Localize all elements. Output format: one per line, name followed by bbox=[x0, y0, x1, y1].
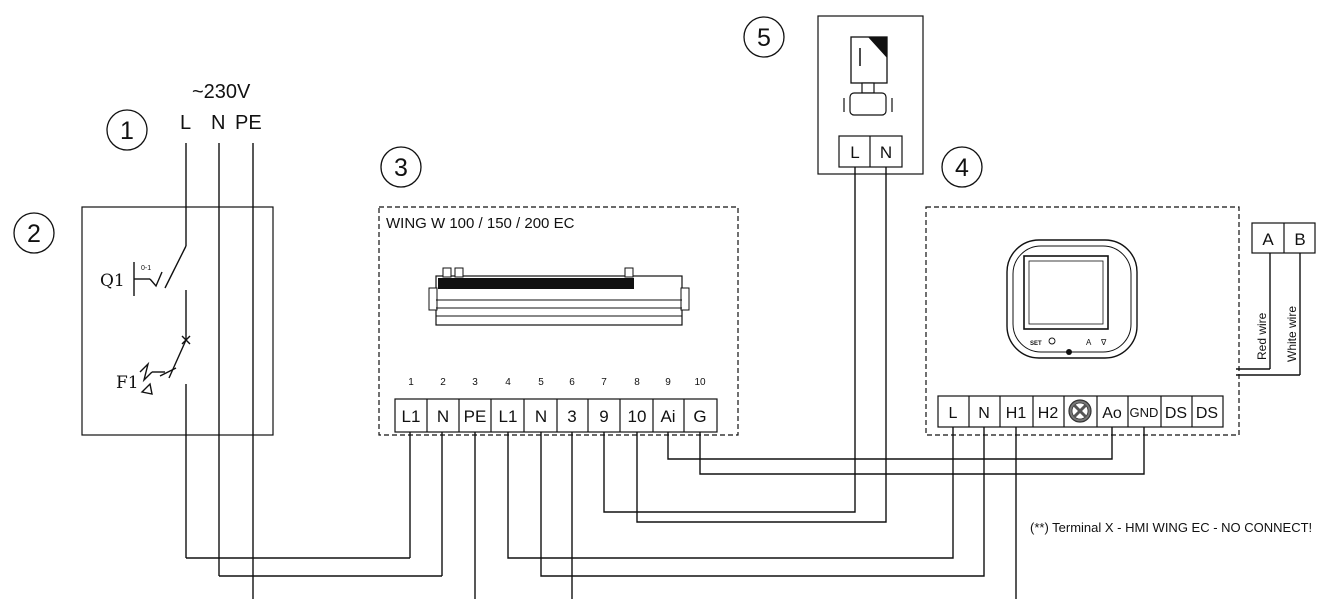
unit-terminal-6: 3 bbox=[567, 407, 576, 426]
controller-terminal-h1: H1 bbox=[1006, 405, 1027, 422]
bus-terminal-a: A bbox=[1262, 230, 1274, 249]
valve-terminal-block: L N bbox=[838, 135, 903, 168]
unit-terminal-block: L1 N PE L1 N 3 9 10 Ai G bbox=[394, 398, 718, 433]
q1-switch-symbol bbox=[133, 262, 163, 296]
white-wire-label: White wire bbox=[1285, 306, 1299, 362]
valve-actuator-icon bbox=[843, 36, 893, 116]
callout-5: 5 bbox=[743, 16, 785, 58]
unit-terminal-10: G bbox=[693, 407, 706, 426]
thermostat-icon: SET A ∇ bbox=[1006, 239, 1138, 359]
footnote: (**) Terminal X - HMI WING EC - NO CONNE… bbox=[1030, 520, 1312, 535]
q1-label: Q1 bbox=[100, 271, 125, 291]
unit-terminal-9: Ai bbox=[660, 407, 675, 426]
controller-terminal-block: L N H1 H2 Ao GND DS DS bbox=[937, 395, 1224, 428]
terminal-number: 6 bbox=[569, 377, 575, 388]
bus-terminal-block: A B bbox=[1251, 222, 1316, 254]
supply-label-l: L bbox=[180, 112, 191, 134]
unit-terminal-numbers: 1 2 3 4 5 6 7 8 9 10 bbox=[408, 377, 706, 388]
wire-unit-n-to-controller-n bbox=[540, 427, 985, 577]
unit-terminal-8: 10 bbox=[628, 407, 647, 426]
svg-text:2: 2 bbox=[27, 220, 41, 248]
controller-terminal-l: L bbox=[949, 405, 958, 422]
wire-unit-g-to-controller-gnd bbox=[699, 427, 1145, 475]
down-button: ∇ bbox=[1100, 338, 1107, 347]
unit-terminal-2: N bbox=[437, 407, 449, 426]
terminal-number: 8 bbox=[634, 377, 640, 388]
controller-terminal-ds-2: DS bbox=[1196, 405, 1218, 422]
no-connect-icon bbox=[1068, 399, 1092, 423]
terminal-number: 1 bbox=[408, 377, 414, 388]
terminal-number: 2 bbox=[440, 377, 446, 388]
unit-title: WING W 100 / 150 / 200 EC bbox=[386, 215, 575, 232]
wire-unit-10-to-valve-n bbox=[636, 167, 887, 523]
power-icon bbox=[1066, 349, 1072, 355]
fan-icon bbox=[1048, 337, 1056, 345]
callout-2: 2 bbox=[13, 212, 55, 254]
unit-terminal-1: L1 bbox=[402, 407, 421, 426]
callout-3: 3 bbox=[380, 146, 422, 188]
bus-wires bbox=[1236, 253, 1301, 376]
controller-terminal-ao: Ao bbox=[1102, 405, 1122, 422]
breaker-panel bbox=[81, 206, 274, 436]
callout-4: 4 bbox=[941, 146, 983, 188]
unit-terminal-3: PE bbox=[464, 407, 487, 426]
wire-unit-l1-to-controller-l bbox=[507, 427, 954, 559]
controller-terminal-ds-1: DS bbox=[1165, 405, 1187, 422]
terminal-number: 4 bbox=[505, 377, 511, 388]
supply-voltage: ~230V bbox=[192, 81, 251, 103]
unit-terminal-5: N bbox=[535, 407, 547, 426]
terminal-number: 3 bbox=[472, 377, 478, 388]
f1-label: F1 bbox=[116, 373, 139, 393]
valve-terminal-n: N bbox=[880, 143, 892, 162]
bus-terminal-b: B bbox=[1294, 230, 1305, 249]
svg-text:4: 4 bbox=[955, 154, 969, 182]
wire-l-supply bbox=[164, 143, 411, 559]
unit-illustration bbox=[428, 267, 690, 326]
terminal-number: 5 bbox=[538, 377, 544, 388]
svg-text:3: 3 bbox=[394, 154, 408, 182]
set-button: SET bbox=[1030, 341, 1042, 347]
up-button: A bbox=[1086, 338, 1092, 347]
supply-label-n: N bbox=[211, 112, 225, 134]
controller-terminal-n: N bbox=[978, 405, 990, 422]
q1-mark: 0-1 bbox=[141, 265, 151, 272]
controller-panel bbox=[925, 206, 1240, 436]
terminal-number: 9 bbox=[665, 377, 671, 388]
wire-unit-ai-to-controller-ao bbox=[667, 427, 1113, 460]
supply-label-pe: PE bbox=[235, 112, 262, 134]
wire-n-supply bbox=[218, 143, 443, 577]
unit-panel bbox=[378, 206, 739, 436]
terminal-number: 7 bbox=[601, 377, 607, 388]
callout-1: 1 bbox=[106, 109, 148, 151]
unit-terminal-4: L1 bbox=[499, 407, 518, 426]
controller-terminal-gnd: GND bbox=[1130, 405, 1159, 420]
svg-text:1: 1 bbox=[120, 117, 134, 145]
wire-unit-9-to-valve-l bbox=[603, 167, 856, 513]
red-wire-label: Red wire bbox=[1255, 312, 1269, 360]
svg-text:5: 5 bbox=[757, 24, 771, 52]
terminal-number: 10 bbox=[694, 377, 706, 388]
valve-terminal-l: L bbox=[850, 143, 859, 162]
unit-terminal-7: 9 bbox=[599, 407, 608, 426]
controller-terminal-h2: H2 bbox=[1038, 405, 1059, 422]
